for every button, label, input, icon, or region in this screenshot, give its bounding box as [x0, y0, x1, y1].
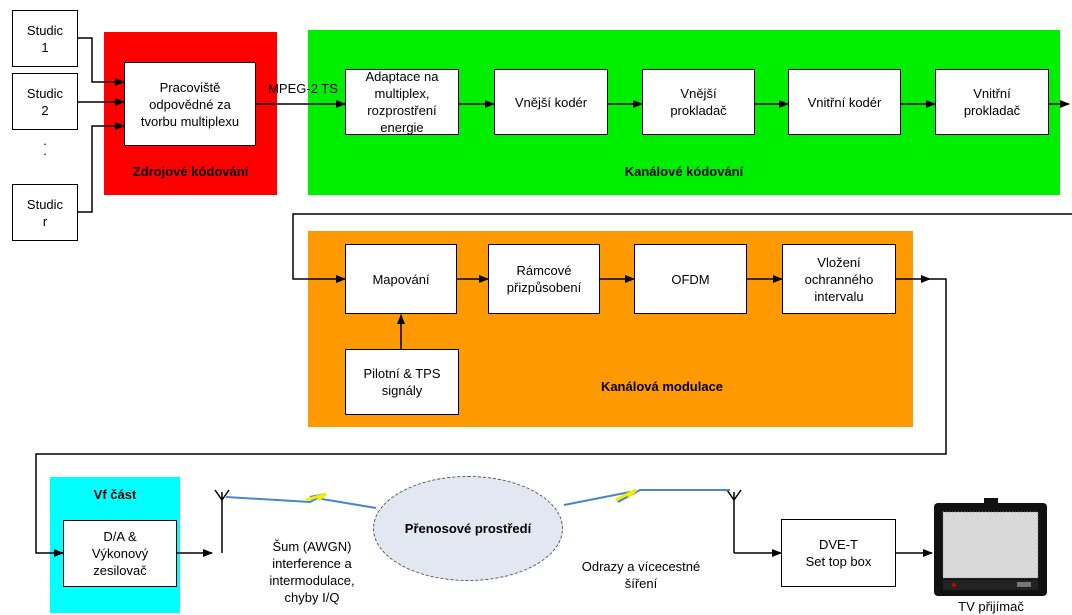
- noise-annotation: Šum (AWGN) interference a intermodulace,…: [269, 539, 355, 605]
- inner-coder-block: Vnitřní kodér: [788, 69, 901, 135]
- source-ellipsis: . .: [43, 133, 47, 158]
- rf-part-label: Vf část: [93, 487, 137, 502]
- transmission-medium-cloud: Přenosové prostředí: [373, 476, 563, 581]
- outer-interleaver-block: Vnější prokladač: [642, 69, 755, 135]
- mpeg2-ts-label: MPEG-2 TS: [268, 81, 338, 96]
- multipath-annotation: Odrazy a vícecestné šíření: [581, 559, 701, 591]
- source-coding-label: Zdrojové kódování: [132, 164, 249, 179]
- channel-coding-label: Kanálové kódování: [624, 164, 744, 179]
- pilot-tps-block: Pilotní & TPS signály: [345, 349, 459, 415]
- source-studio-1: Studic 1: [12, 10, 78, 67]
- mapping-block: Mapování: [345, 244, 457, 314]
- guard-interval-block: Vložení ochranného intervalu: [782, 244, 896, 314]
- inner-interleaver-block: Vnitřní prokladač: [935, 69, 1049, 135]
- multiplex-adaptation-block: Adaptace na multiplex, rozprostření ener…: [345, 69, 459, 135]
- multiplex-workplace-block: Pracoviště odpovědné za tvorbu multiplex…: [124, 62, 256, 146]
- tv-receiver-label: TV přijímač: [958, 599, 1024, 614]
- source1-arrow: [78, 37, 125, 86]
- source-studio-2: Studic 2: [12, 73, 78, 130]
- outer-coder-block: Vnější kodér: [494, 69, 608, 135]
- set-top-box-block: DVE-T Set top box: [781, 519, 896, 587]
- channel-modulation-label: Kanálová modulace: [600, 379, 724, 394]
- row1-to-row2-line: [292, 213, 1072, 283]
- source-studio-r: Studic r: [12, 184, 78, 241]
- rx-lightning-link: [563, 489, 730, 506]
- row2-to-row3-line: [35, 278, 947, 557]
- tx-antenna-head: [214, 489, 230, 502]
- frame-adaptation-block: Rámcové přizpůsobení: [488, 244, 600, 314]
- tv-set-icon: [934, 498, 1047, 596]
- sourcer-arrow: [78, 122, 125, 213]
- dac-power-amplifier-block: D/A & Výkonový zesilovač: [63, 520, 177, 587]
- rx-antenna-head: [726, 489, 742, 502]
- tx-lightning-link: [225, 493, 377, 509]
- ofdm-block: OFDM: [634, 244, 747, 314]
